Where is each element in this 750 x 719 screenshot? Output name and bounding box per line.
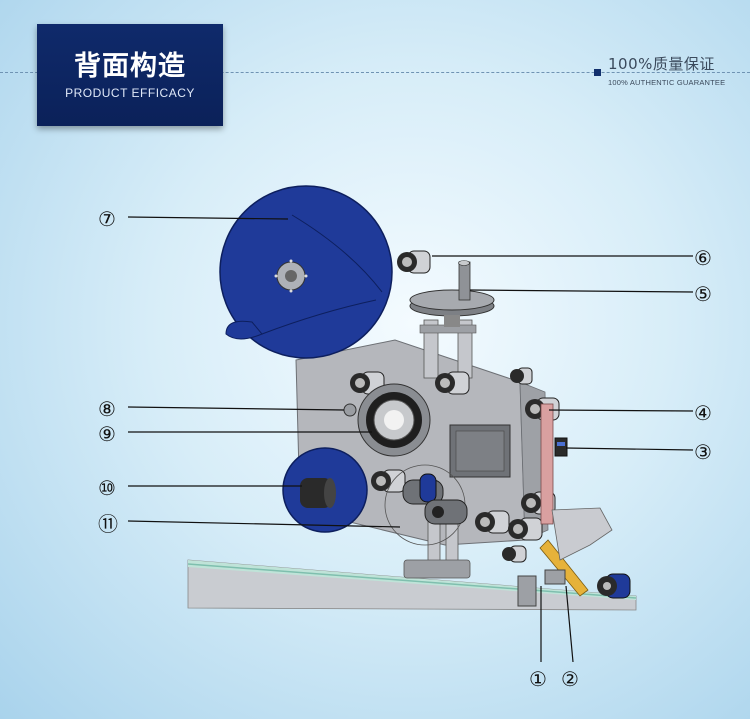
guarantee-square-icon (594, 69, 601, 76)
callout-6: ⑥ (694, 246, 712, 270)
label-rewind-roll (282, 447, 368, 533)
pressure-roller (597, 573, 631, 599)
guide-roller-top (397, 250, 431, 274)
callout-2: ② (561, 667, 579, 691)
plate-rollers (350, 367, 560, 563)
motor-box (449, 424, 511, 478)
guarantee-title: 100%质量保证 (608, 55, 715, 73)
callout-5: ⑤ (694, 282, 712, 306)
leader-lines (127, 216, 694, 663)
vertical-column (403, 319, 477, 579)
center-disk (343, 383, 431, 457)
drive-belt (540, 403, 554, 525)
callouts: ① ② ③ ④ ⑤ ⑥ ⑦ ⑧ ⑨ ⑩ ⑪ (98, 207, 712, 691)
handwheel (409, 260, 495, 327)
callout-4: ④ (694, 401, 712, 425)
callout-9: ⑨ (98, 422, 116, 446)
callout-3: ③ (694, 440, 712, 464)
section-subtitle: PRODUCT EFFICACY (65, 86, 195, 100)
peeling-plate (517, 539, 589, 607)
sensor (554, 437, 568, 457)
callout-7: ⑦ (98, 207, 116, 231)
callout-10: ⑩ (98, 476, 116, 500)
header-divider-line (0, 72, 750, 73)
section-title: 背面构造 (74, 51, 186, 82)
side-bracket (551, 507, 613, 561)
label-supply-roll (219, 185, 393, 359)
section-header-box: 背面构造 PRODUCT EFFICACY (37, 24, 223, 126)
callout-11: ⑪ (98, 512, 118, 536)
callout-1: ① (529, 667, 547, 691)
pressing-assembly (384, 464, 468, 546)
callout-8: ⑧ (98, 397, 116, 421)
guarantee-subtitle: 100% AUTHENTIC GUARANTEE (608, 78, 726, 87)
